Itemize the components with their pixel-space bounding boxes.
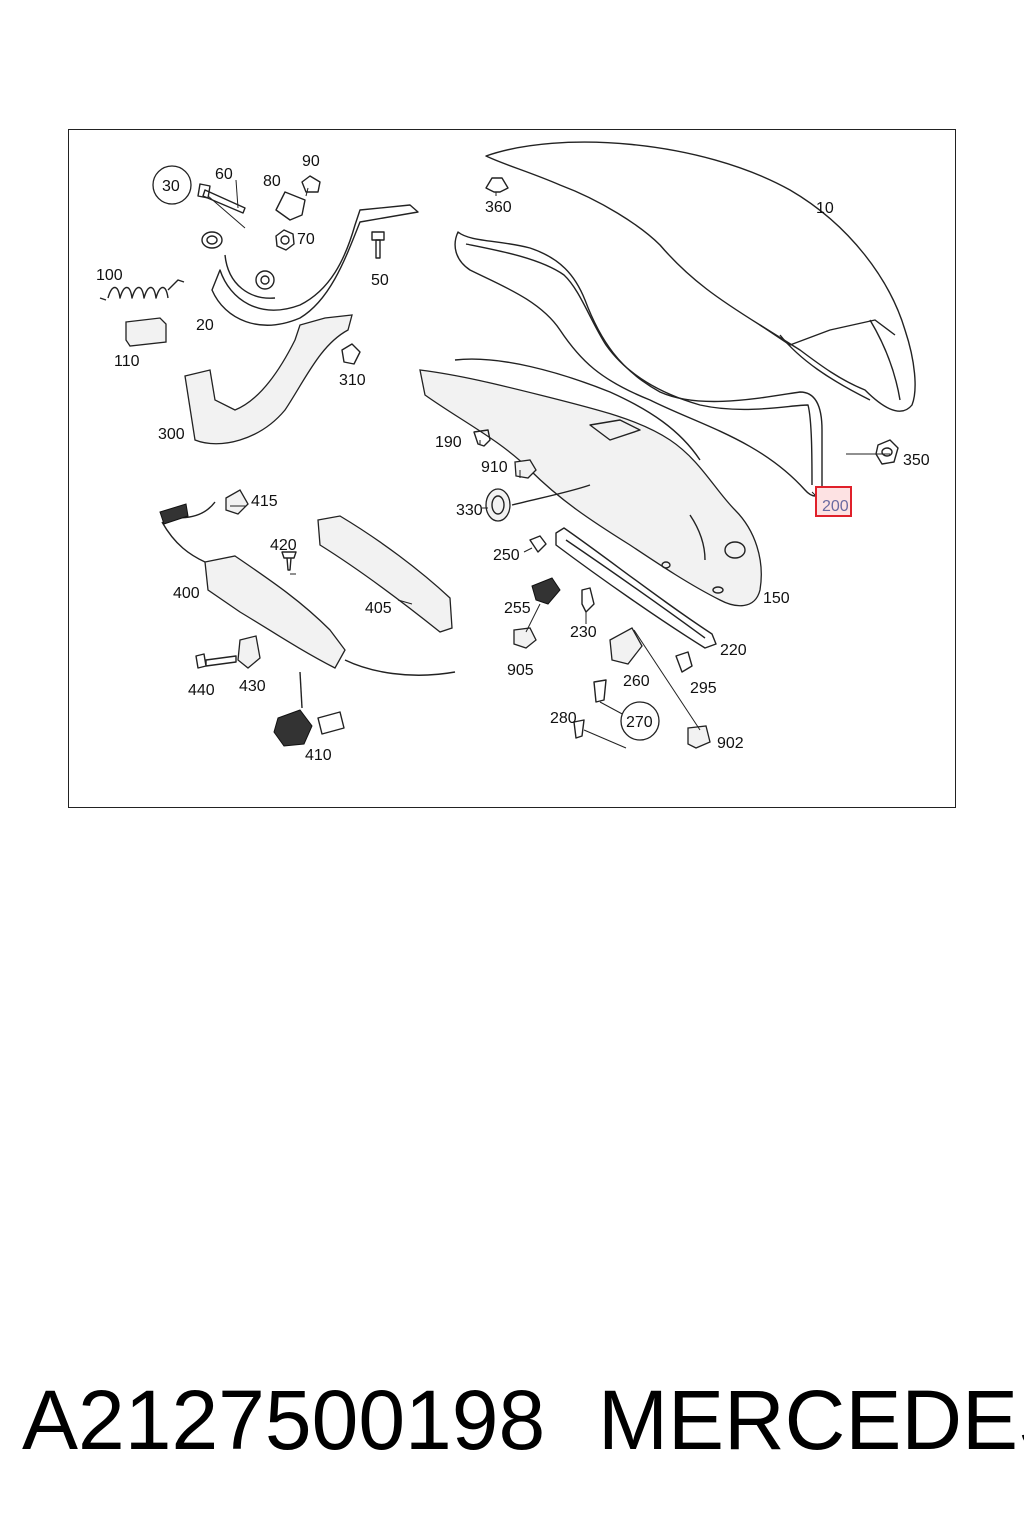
screw-420-part (281, 551, 297, 571)
callout-430[interactable]: 430 (239, 678, 266, 695)
clip-part (301, 175, 321, 193)
buffer-360-part (485, 177, 509, 193)
callout-250[interactable]: 250 (493, 547, 520, 564)
callout-400[interactable]: 400 (173, 585, 200, 602)
clip-295-part (675, 651, 693, 673)
trunk-lid-part (485, 141, 916, 412)
callout-20[interactable]: 20 (196, 317, 214, 334)
callout-100[interactable]: 100 (96, 267, 123, 284)
callout-60[interactable]: 60 (215, 166, 233, 183)
clip-190-part (473, 429, 491, 447)
callout-10[interactable]: 10 (816, 200, 834, 217)
part-number: A2127500198 (22, 1373, 546, 1467)
callout-350[interactable]: 350 (903, 452, 930, 469)
callout-190[interactable]: 190 (435, 434, 462, 451)
callout-300[interactable]: 300 (158, 426, 185, 443)
inner-trim-panel-part (419, 358, 762, 607)
callout-310[interactable]: 310 (339, 372, 366, 389)
callout-280[interactable]: 280 (550, 710, 577, 727)
nut-part (275, 229, 295, 251)
cover-430-part (237, 635, 261, 669)
switch-255-part (531, 577, 561, 605)
callout-420[interactable]: 420 (270, 537, 297, 554)
bolt-440-part (195, 653, 237, 669)
trunk-seal-part (454, 231, 823, 497)
callout-255[interactable]: 255 (504, 600, 531, 617)
highlight-box-200 (815, 486, 852, 517)
bushing-part (201, 231, 223, 249)
callout-circle-270 (620, 701, 660, 741)
lock-module-400-part (159, 501, 456, 676)
callout-50[interactable]: 50 (371, 272, 389, 289)
clip-230-part (581, 587, 595, 613)
camera-260-part (609, 627, 643, 665)
clip-250-part (529, 535, 547, 553)
lock-bracket-405-part (317, 515, 453, 633)
callout-330[interactable]: 330 (456, 502, 483, 519)
callout-910[interactable]: 910 (481, 459, 508, 476)
buffer-block-part (125, 317, 167, 347)
grommet-330-part (485, 484, 591, 522)
callout-905[interactable]: 905 (507, 662, 534, 679)
callout-270[interactable]: 270 (626, 714, 653, 731)
bulb-holder-415-part (225, 489, 249, 515)
callout-90[interactable]: 90 (302, 153, 320, 170)
callout-410[interactable]: 410 (305, 747, 332, 764)
bolt-part (371, 231, 385, 259)
spring-part (99, 279, 185, 301)
callout-230[interactable]: 230 (570, 624, 597, 641)
callout-70[interactable]: 70 (297, 231, 315, 248)
hinge-bolt-part (197, 183, 246, 214)
bulb-280-part (573, 679, 607, 739)
callout-440[interactable]: 440 (188, 682, 215, 699)
actuator-410-part (273, 671, 345, 747)
hinge-cover-part (184, 314, 353, 445)
callout-circle-30 (152, 165, 192, 205)
callout-80[interactable]: 80 (263, 173, 281, 190)
label-905-part (513, 627, 537, 649)
callout-405[interactable]: 405 (365, 600, 392, 617)
bracket-part (275, 191, 306, 221)
callout-902[interactable]: 902 (717, 735, 744, 752)
callout-220[interactable]: 220 (720, 642, 747, 659)
grommet-310-part (341, 343, 361, 365)
callout-360[interactable]: 360 (485, 199, 512, 216)
callout-415[interactable]: 415 (251, 493, 278, 510)
buffer-350-part (875, 439, 899, 465)
brand-name: MERCEDES (598, 1373, 1024, 1467)
diagram-frame (68, 129, 956, 808)
callout-110[interactable]: 110 (114, 353, 140, 370)
callout-295[interactable]: 295 (690, 680, 717, 697)
callout-150[interactable]: 150 (763, 590, 790, 607)
callout-30[interactable]: 30 (162, 178, 180, 195)
hinge-arm-part (211, 204, 419, 326)
label-902-part (687, 725, 711, 749)
trim-strip-part (555, 527, 717, 649)
callout-260[interactable]: 260 (623, 673, 650, 690)
callout-200[interactable]: 200 (822, 498, 849, 515)
